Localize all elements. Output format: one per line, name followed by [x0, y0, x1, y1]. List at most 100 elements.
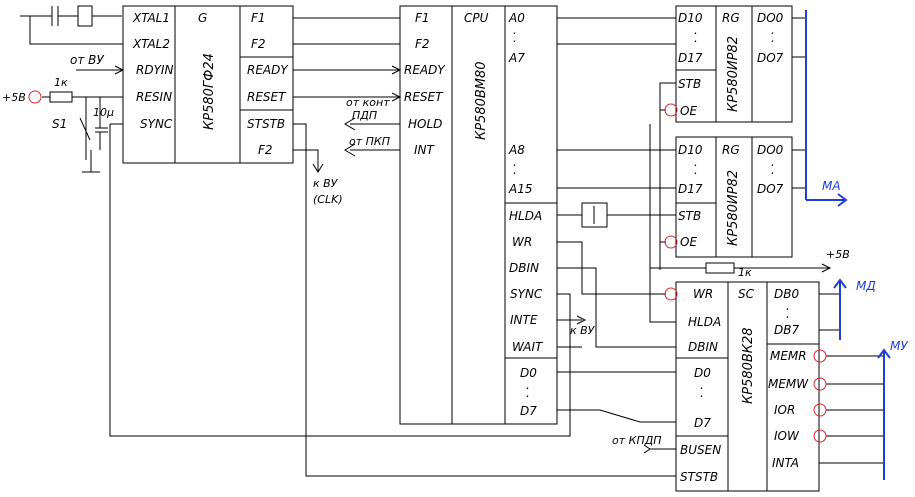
pin-label: DO0: [757, 11, 784, 25]
reg-out-wires: [792, 17, 806, 189]
pin-label: D17: [678, 182, 703, 196]
data-bus-wires: [557, 371, 676, 423]
rdyin-wire: [76, 65, 125, 75]
ior-inversion: [813, 403, 827, 417]
chip-name: КР580ВМ80: [474, 61, 489, 140]
sysctl-texts: WR HLDA DBIN D0 . . D7 BUSEN STSTB SC КР…: [680, 287, 809, 484]
pin-label: BUSEN: [680, 443, 721, 457]
pin-label: A0: [508, 11, 525, 25]
pin-label: D10: [678, 143, 703, 157]
label-r2: 1к: [738, 266, 752, 279]
hold-int-wires: [344, 117, 400, 157]
clock-texts: XTAL1 XTAL2 RDYIN RESIN SYNC G КР580ГФ24…: [132, 11, 289, 157]
chip-name: КР580ВК28: [741, 327, 756, 404]
clk-cpu-wires: [293, 17, 402, 102]
label-s1: S1: [52, 117, 67, 131]
oe1-inversion: [664, 103, 678, 117]
sc-out-wires: [819, 293, 884, 464]
data-bus-line: [833, 278, 847, 340]
pin-label: DO0: [757, 143, 784, 157]
label-k-vu-clk-2: (CLK): [313, 193, 343, 206]
ellipsis: .: [700, 386, 704, 400]
label-md: МД: [856, 279, 876, 293]
pin-label: OE: [680, 104, 697, 118]
addr-high-wires: [557, 149, 676, 189]
pin-label: DBIN: [509, 261, 539, 275]
ellipsis: .: [513, 23, 517, 37]
pin-label: HOLD: [408, 117, 442, 131]
label-k-vu-clk-1: к ВУ: [313, 177, 339, 190]
pin-label: F2: [251, 37, 266, 51]
stb-oe-wires: [649, 82, 676, 270]
ellipsis: .: [771, 23, 775, 37]
ellipsis: .: [700, 378, 704, 392]
pin-label: F2: [415, 37, 430, 51]
pin-label: SYNC: [140, 117, 173, 131]
pin-label: RDYIN: [136, 63, 173, 77]
pin-label: F1: [251, 11, 266, 25]
pin-label: XTAL1: [132, 11, 170, 25]
label-ot-kont: от конт: [346, 96, 390, 109]
ellipsis: .: [526, 386, 530, 400]
ellipsis: .: [513, 31, 517, 45]
chip-name: КР580ИР82: [726, 170, 741, 246]
control-bus-line: [877, 348, 891, 480]
chip-type: G: [198, 11, 207, 25]
busen-wire: [643, 444, 676, 454]
reset-circuit: [42, 96, 123, 173]
pin-label: RESIN: [136, 90, 172, 104]
ellipsis: .: [513, 163, 517, 177]
pin-label: HLDA: [688, 315, 721, 329]
address-bus-line: [805, 10, 848, 207]
plus5v-terminal: [28, 90, 42, 104]
label-ot-vu: от ВУ: [70, 53, 104, 67]
memw-inversion: [813, 377, 827, 391]
label-mu: МУ: [890, 339, 908, 353]
label-pdp: ПДП: [352, 109, 377, 122]
pin-label: DO7: [757, 182, 784, 196]
chip-sysctl: [675, 281, 820, 492]
pin-label: SYNC: [510, 287, 543, 301]
pin-label: OE: [680, 235, 697, 249]
pin-label: STB: [678, 209, 701, 223]
pin-label: DO7: [757, 51, 784, 65]
inte-wait-wires: [557, 315, 587, 348]
wires: [20, 5, 884, 477]
pin-label: IOR: [774, 403, 795, 417]
wr-inversion: [664, 287, 678, 301]
pin-label: DB7: [774, 323, 799, 337]
label-plus5v-right: +5В: [826, 248, 850, 261]
label-ot-kpdp: от КПДП: [612, 434, 662, 447]
crystal-wires: [20, 5, 123, 45]
pin-label: D0: [694, 366, 711, 380]
pin-label: MEMR: [770, 349, 807, 363]
chip-type: CPU: [464, 11, 489, 25]
label-k-vu: к ВУ: [570, 324, 596, 337]
pin-label: A7: [508, 51, 525, 65]
pin-label: RESET: [404, 90, 444, 104]
pin-label: D7: [694, 416, 711, 430]
pin-label: RESET: [247, 90, 287, 104]
chip-cpu: [399, 5, 558, 425]
chip-name: КР580ИР82: [726, 36, 741, 112]
pin-label: D10: [678, 11, 703, 25]
ellipsis: .: [513, 155, 517, 169]
pin-label: IOW: [774, 429, 800, 443]
reg1-texts: D10 . . D17 STB OE RG КР580ИР82 DO0 . . …: [678, 11, 784, 118]
pin-label: A8: [508, 143, 525, 157]
pin-label: READY: [247, 63, 289, 77]
pin-label: STSTB: [247, 117, 285, 131]
addr-low-wires: [557, 17, 676, 45]
pin-label: INT: [414, 143, 436, 157]
pin-label: WR: [512, 235, 532, 249]
ststb-wire: [293, 123, 676, 477]
label-ma: МА: [822, 179, 841, 193]
chip-reg1: [675, 5, 793, 123]
ellipsis: .: [771, 155, 775, 169]
dbin-wire: [557, 267, 676, 348]
label-c1: 10μ: [93, 106, 114, 119]
pin-label: D7: [520, 404, 537, 418]
pin-label: STB: [678, 77, 701, 91]
pin-label: INTA: [772, 456, 799, 470]
